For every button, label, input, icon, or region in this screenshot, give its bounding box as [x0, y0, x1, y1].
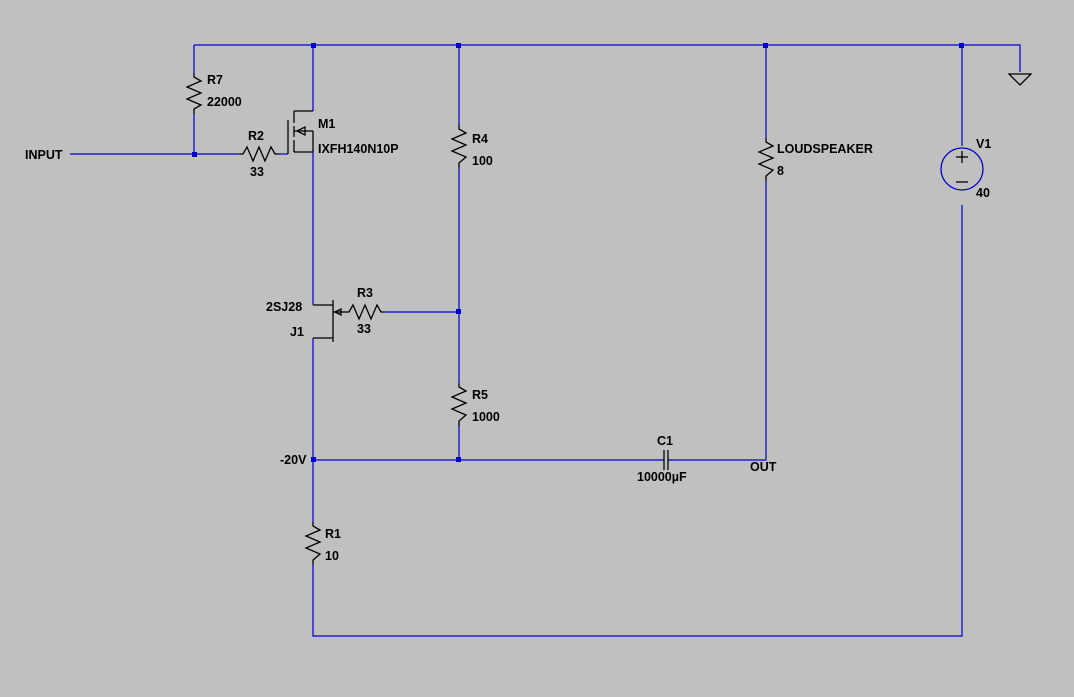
r7-ref: R7	[207, 73, 223, 87]
net-label-out: OUT	[750, 460, 777, 474]
wire-c1-to-out	[668, 181, 767, 461]
resistor-r4-symbol	[450, 125, 468, 168]
junction-dot	[311, 43, 316, 48]
net-label-neg20v: -20V	[280, 453, 307, 467]
c1-value: 10000µF	[637, 470, 687, 484]
wire-top-rail	[194, 44, 1021, 72]
junction-dot	[456, 309, 461, 314]
j1-value: 2SJ28	[266, 300, 302, 314]
junction-dot	[959, 43, 964, 48]
r4-ref: R4	[472, 132, 488, 146]
ground-icon	[1007, 73, 1033, 86]
junction-dot	[763, 43, 768, 48]
resistor-r5-symbol	[450, 383, 468, 426]
m1-value: IXFH140N10P	[318, 142, 399, 156]
junction-dot	[456, 43, 461, 48]
v1-ref: V1	[976, 137, 991, 151]
resistor-r7-symbol	[185, 73, 203, 114]
m1-ref: M1	[318, 117, 335, 131]
r3-value: 33	[357, 322, 371, 336]
r2-value: 33	[250, 165, 264, 179]
r4-value: 100	[472, 154, 493, 168]
resistor-r3-symbol	[345, 303, 385, 321]
net-label-input: INPUT	[25, 148, 63, 162]
speaker-ref: LOUDSPEAKER	[777, 142, 873, 156]
r7-value: 22000	[207, 95, 242, 109]
wire-bottom-return	[312, 205, 963, 637]
mosfet-m1-symbol	[287, 110, 314, 154]
r1-ref: R1	[325, 527, 341, 541]
r3-ref: R3	[357, 286, 373, 300]
wires	[70, 44, 1021, 637]
r2-ref: R2	[248, 129, 264, 143]
junction-dot	[456, 457, 461, 462]
resistor-r2-symbol	[239, 145, 279, 163]
c1-ref: C1	[657, 434, 673, 448]
r5-ref: R5	[472, 388, 488, 402]
voltage-source-v1-symbol	[940, 147, 984, 191]
junction-dot	[192, 152, 197, 157]
r1-value: 10	[325, 549, 339, 563]
junctions	[192, 43, 964, 462]
speaker-value: 8	[777, 164, 784, 178]
capacitor-c1-symbol	[663, 450, 669, 470]
junction-dot	[311, 457, 316, 462]
j1-ref: J1	[290, 325, 304, 339]
r5-value: 1000	[472, 410, 500, 424]
v1-value: 40	[976, 186, 990, 200]
jfet-j1-symbol	[313, 300, 345, 342]
resistor-r1-symbol	[304, 522, 322, 565]
resistor-speaker-symbol	[757, 138, 775, 181]
